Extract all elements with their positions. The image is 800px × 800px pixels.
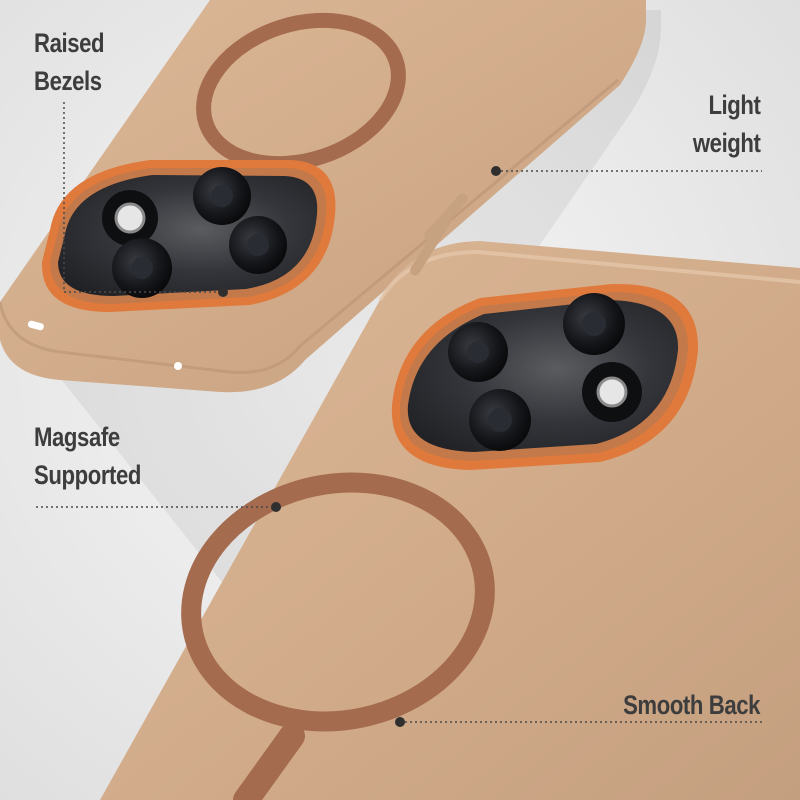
top-lens-4-core xyxy=(247,234,269,256)
bottom-phone-case xyxy=(100,214,800,800)
top-lens-2-core xyxy=(211,185,233,207)
top-case-hole-2 xyxy=(174,362,182,370)
top-camera-module-icon xyxy=(41,160,336,312)
callout-magsafe-line1: Magsafe xyxy=(34,422,120,452)
callout-light-weight-line2: weight xyxy=(692,128,760,158)
callout-light-weight: Light weight xyxy=(692,86,760,162)
bottom-lens-2-core xyxy=(582,312,606,336)
callout-light-weight-line1: Light xyxy=(707,90,760,120)
callout-raised-bezels-line1: Raised xyxy=(34,28,105,58)
top-lens-3-core xyxy=(131,257,153,279)
dot-magsafe xyxy=(271,502,281,512)
callout-raised-bezels: Raised Bezels xyxy=(34,24,105,100)
bottom-side-button xyxy=(410,214,452,276)
top-case-edge xyxy=(0,78,619,374)
top-flash-icon xyxy=(114,202,146,234)
bottom-lens-1-core xyxy=(467,341,489,363)
bottom-camera-module-icon xyxy=(391,283,699,470)
callout-magsafe-line2: Supported xyxy=(34,460,142,490)
bottom-lens-3-core xyxy=(488,408,512,432)
dot-smooth-back xyxy=(395,717,405,727)
top-magsafe-ring-icon xyxy=(196,12,406,172)
callout-magsafe-supported: Magsafe Supported xyxy=(34,418,141,494)
callout-raised-bezels-line2: Bezels xyxy=(34,66,102,96)
leader-raised-bezels xyxy=(63,102,222,293)
leader-lines xyxy=(36,102,762,723)
callout-smooth-back: Smooth Back xyxy=(623,686,760,724)
callout-smooth-back-line1: Smooth Back xyxy=(623,690,760,720)
bottom-flash-icon xyxy=(596,376,628,408)
bottom-magsafe-ring-icon xyxy=(181,472,495,732)
bottom-magsafe-tail xyxy=(233,723,305,800)
dot-raised-bezels xyxy=(218,287,228,297)
dot-light-weight xyxy=(491,166,501,176)
top-case-hole-1 xyxy=(27,320,44,331)
top-phone-case xyxy=(0,0,661,602)
